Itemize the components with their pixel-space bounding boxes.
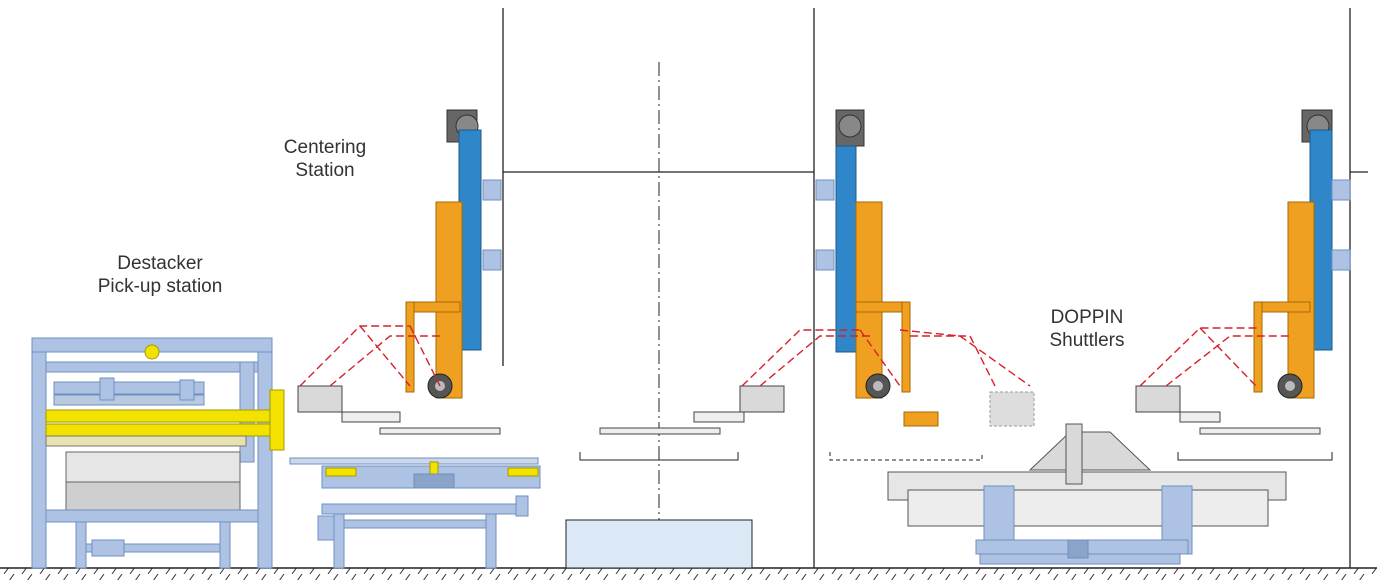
- label-destacker: Destacker Pick-up station: [97, 253, 223, 297]
- part-brackets: [579, 452, 1333, 461]
- press-pallet-box: [565, 519, 753, 569]
- label-centering-station: Centering Station: [283, 137, 367, 181]
- press-frame-lines: [502, 8, 1368, 568]
- robot-2: [599, 109, 1035, 435]
- destacker-machine: [31, 337, 285, 569]
- robot-3: [1135, 109, 1351, 435]
- robot-1: [297, 109, 502, 435]
- label-doppin-shuttlers: DOPPIN Shuttlers: [1049, 307, 1125, 351]
- floor: [0, 567, 1377, 580]
- doppin-shuttle: [887, 411, 1287, 565]
- centering-table: [289, 457, 541, 569]
